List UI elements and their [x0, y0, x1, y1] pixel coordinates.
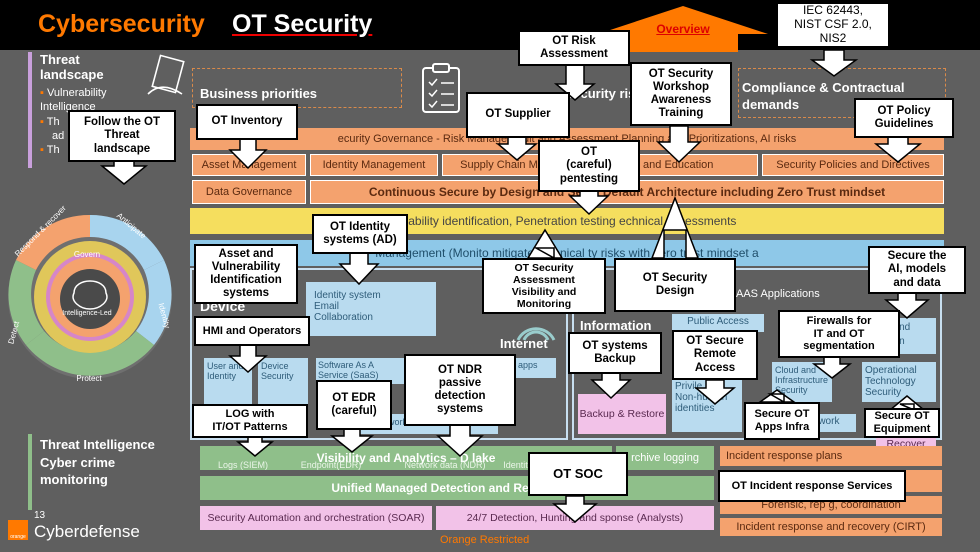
user-identity-box: User and Identity	[204, 358, 252, 404]
orange-logo: orange	[8, 520, 28, 540]
systems-backup-callout: OT systems Backup	[568, 332, 662, 374]
log-patterns-callout: LOG with IT/OT Patterns	[192, 404, 308, 438]
overview-link[interactable]: Overview	[656, 22, 710, 36]
page-title: OT Security	[232, 10, 373, 38]
classification-label: Orange Restricted	[440, 534, 530, 546]
incident-services-callout: OT Incident response Services	[718, 470, 906, 502]
saas-box: Software As A Service (SaaS)	[316, 358, 404, 384]
network-ndr-label: Network data (NDR)	[404, 460, 486, 470]
brand-name: Cyberdefense	[34, 522, 140, 541]
cirt-bar: Incident response and recovery (CIRT)	[720, 518, 942, 536]
edr-callout: OT EDR (careful)	[316, 380, 392, 430]
unified-mdr-bar: Unified Managed Detection and Response R	[200, 476, 714, 500]
remote-access-callout: OT Secure Remote Access	[672, 330, 758, 380]
business-priorities-label: Business priorities	[200, 86, 318, 101]
archive-logging-bar: rchive logging	[616, 446, 714, 470]
supply-chain-bar: Supply Chain Ma	[442, 154, 562, 176]
internet-label: Internet	[500, 336, 548, 351]
standards-box: IEC 62443, NIST CSF 2.0, NIS2	[776, 2, 890, 48]
asset-vulnerability-callout: Asset and Vulnerability Identification s…	[194, 244, 298, 304]
information-label: Information	[580, 318, 652, 333]
follow-threat-callout: Follow the OT Threat landscape	[68, 110, 176, 162]
aas-apps-label: AAS Applications	[736, 288, 820, 300]
apps-infra-callout: Secure OT Apps Infra	[744, 402, 820, 440]
identity-system-box: Identity system Email Collaboration	[306, 282, 436, 336]
firewalls-callout: Firewalls for IT and OT segmentation	[778, 310, 900, 358]
security-design-callout: OT Security Design	[614, 258, 736, 312]
incident-plans-bar: Incident response plans	[720, 446, 942, 466]
threat-landscape-accent	[28, 52, 32, 168]
security-assessment-callout: OT Security Assessment Visibility and Mo…	[482, 258, 606, 314]
supplier-callout: OT Supplier	[466, 92, 570, 138]
security-workshop-callout: OT Security Workshop Awareness Training	[630, 62, 732, 126]
hmi-operators-callout: HMI and Operators	[194, 316, 310, 346]
policy-guidelines-callout: OT Policy Guidelines	[854, 98, 954, 138]
operational-tech-box: Operational Technology Security	[862, 362, 936, 402]
page-number: 13	[34, 510, 46, 521]
threat-intel-title: Threat Intelligence Cyber crime monitori…	[40, 437, 155, 488]
soc-callout: OT SOC	[528, 452, 628, 496]
soar-bar: Security Automation and orchestration (S…	[200, 506, 432, 530]
checklist-icon	[422, 63, 460, 113]
overview-arrow-shape	[598, 6, 768, 52]
data-governance-bar: Data Governance	[192, 180, 306, 204]
wheel-protect-label: Protect	[76, 374, 102, 383]
wifi-icon	[516, 327, 556, 341]
paper-hand-icon	[147, 54, 185, 95]
device-identity-frame	[190, 268, 568, 440]
identity-data-label: Identity da	[503, 460, 545, 470]
pentesting-callout: OT (careful) pentesting	[538, 140, 640, 192]
identity-management-bar: Identity Management	[310, 154, 438, 176]
secure-ai-callout: Secure the AI, models and data	[868, 246, 966, 294]
identity-systems-callout: OT Identity systems (AD)	[312, 214, 408, 254]
backup-restore-box: Backup & Restore	[578, 394, 666, 434]
risk-assessment-callout: OT Risk Assessment	[518, 30, 630, 66]
threat-landscape-title: Threat landscape	[40, 52, 104, 82]
ndr-callout: OT NDR passive detection systems	[404, 354, 516, 426]
threat-item: ▪ Th	[40, 115, 60, 128]
threat-item: ▪ Th	[40, 144, 60, 157]
threat-item: ad	[52, 129, 65, 142]
wheel-govern-label: Govern	[73, 250, 101, 259]
threat-intel-accent	[28, 434, 32, 510]
device-security-box: Device Security	[258, 358, 308, 404]
network-box-right: etwork	[808, 414, 856, 432]
equipment-callout: Secure OT Equipment	[864, 408, 940, 438]
endpoint-edr-label: Endpoint(EDR)	[300, 460, 362, 470]
wheel-intel-label: Intelligence-Led	[62, 310, 112, 317]
inventory-callout: OT Inventory	[196, 104, 298, 140]
public-access-box: Public Access	[672, 314, 764, 332]
security-cycle-wheel	[8, 214, 172, 379]
compliance-label: Compliance & Contractual demands	[742, 80, 905, 112]
title-brand: Cybersecurity	[38, 10, 205, 38]
logs-siem-label: Logs (SIEM)	[217, 460, 268, 470]
apps-box: apps	[516, 358, 556, 378]
